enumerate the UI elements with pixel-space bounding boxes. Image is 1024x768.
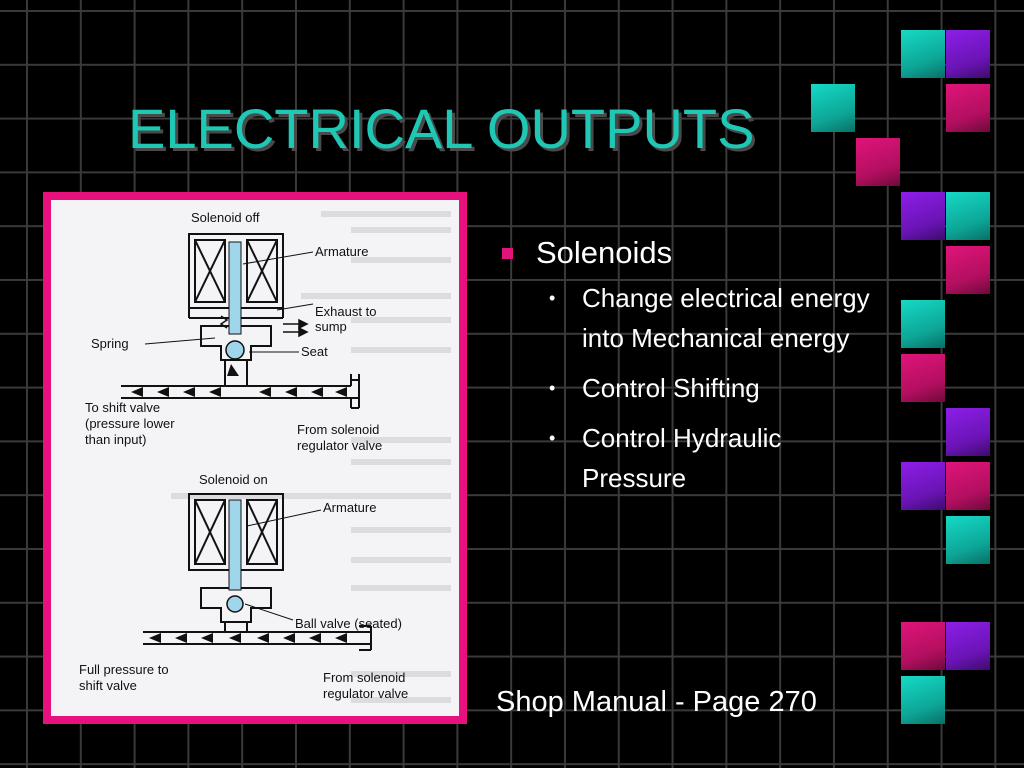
dot-bullet-icon: •: [549, 378, 556, 398]
decor-tile: [946, 84, 990, 132]
decor-tile: [946, 408, 990, 456]
dot-bullet-icon: •: [549, 428, 556, 448]
bullet-solenoids: Solenoids: [498, 232, 878, 274]
armature-on-label: Armature: [323, 500, 376, 515]
from-regulator-label: From solenoid regulator valve: [297, 422, 383, 453]
slide-title: ELECTRICAL OUTPUTS: [128, 97, 755, 160]
decor-tile: [946, 622, 990, 670]
decor-tile: [901, 192, 945, 240]
sub-bullet-text: Change electrical energy into Mechanical…: [582, 283, 870, 353]
decor-tile: [901, 300, 945, 348]
to-shift-valve-label: To shift valve (pressure lower than inpu…: [85, 400, 178, 447]
full-pressure-label: Full pressure to shift valve: [79, 662, 172, 693]
solenoid-diagram-svg: Solenoid off: [79, 210, 451, 703]
square-bullet-icon: [502, 248, 513, 259]
decor-tile: [811, 84, 855, 132]
footer-reference: Shop Manual - Page 270: [496, 686, 817, 718]
sub-bullet: • Control Shifting: [498, 368, 878, 408]
sub-bullet-list: • Change electrical energy into Mechanic…: [498, 278, 878, 498]
decor-tile: [901, 462, 945, 510]
sub-bullet-text: Control Hydraulic Pressure: [582, 423, 782, 493]
decor-tile: [946, 192, 990, 240]
sub-bullet-text: Control Shifting: [582, 373, 760, 403]
decor-tile: [946, 516, 990, 564]
from-regulator-on-label: From solenoid regulator valve: [323, 670, 409, 701]
armature-label: Armature: [315, 244, 368, 259]
decor-tile: [901, 30, 945, 78]
decor-tile: [946, 462, 990, 510]
sub-bullet: • Change electrical energy into Mechanic…: [498, 278, 878, 358]
bullet-list: Solenoids • Change electrical energy int…: [498, 232, 878, 508]
solenoid-diagram-frame: Solenoid off: [43, 192, 467, 724]
decor-tile: [946, 246, 990, 294]
dot-bullet-icon: •: [549, 288, 556, 308]
decor-tile: [856, 138, 900, 186]
decor-tile: [901, 622, 945, 670]
decor-tile: [901, 354, 945, 402]
solenoid-off-label: Solenoid off: [191, 210, 260, 225]
solenoid-on-label: Solenoid on: [199, 472, 268, 487]
ball-valve-label: Ball valve (seated): [295, 616, 402, 631]
solenoid-diagram: Solenoid off: [51, 200, 459, 716]
decor-tile: [946, 30, 990, 78]
spring-label: Spring: [91, 336, 129, 351]
exhaust-label: Exhaust to sump: [315, 304, 380, 334]
seat-label: Seat: [301, 344, 328, 359]
sub-bullet: • Control Hydraulic Pressure: [498, 418, 878, 498]
bullet-text: Solenoids: [536, 235, 673, 270]
decor-tile: [901, 676, 945, 724]
